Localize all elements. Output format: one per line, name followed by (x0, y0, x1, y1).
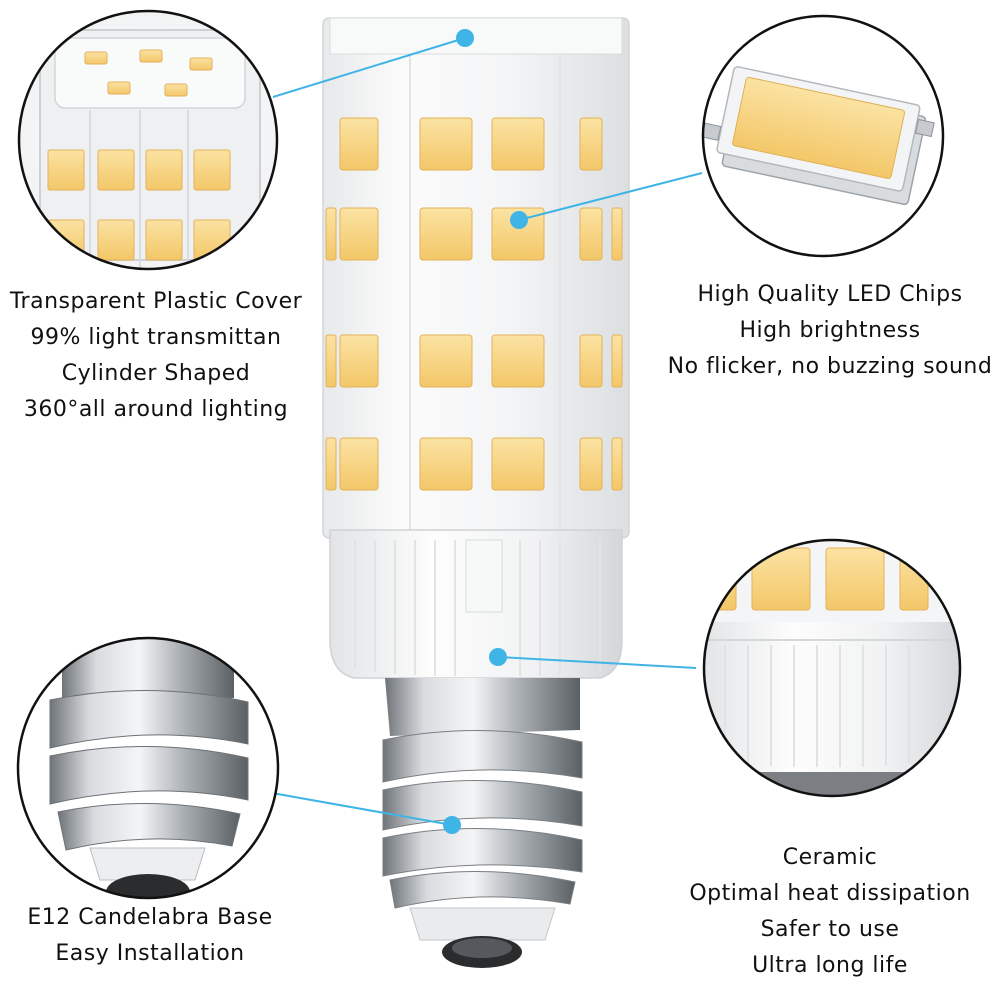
cover-callout-dot (456, 29, 474, 47)
led-chip-grid (325, 117, 623, 491)
chip-zoom-lens (701, 14, 945, 258)
plastic-cover (322, 17, 630, 539)
ceramic-caption: Ceramic Optimal heat dissipation Safer t… (680, 840, 980, 984)
ceramic-base (329, 529, 623, 679)
ceramic-caption-line-1: Ceramic (782, 845, 878, 870)
base-callout-dot (443, 816, 461, 834)
cover-caption-line-2: 99% light transmittan (30, 325, 282, 350)
base-caption-line-1: E12 Candelabra Base (27, 905, 273, 930)
chips-caption: High Quality LED Chips High brightness N… (660, 277, 1000, 385)
callout-lines (271, 37, 703, 826)
chip-callout-dot (510, 211, 528, 229)
led-bulb (322, 17, 630, 968)
ceramic-caption-line-3: Safer to use (760, 917, 900, 942)
cover-caption: Transparent Plastic Cover 99% light tran… (0, 284, 312, 428)
base-caption-line-2: Easy Installation (55, 941, 245, 966)
base-caption: E12 Candelabra Base Easy Installation (0, 900, 300, 972)
base-zoom-lens (16, 636, 280, 900)
cover-zoom-lens (17, 9, 279, 271)
cover-caption-line-4: 360°all around lighting (23, 397, 289, 422)
cover-caption-line-1: Transparent Plastic Cover (9, 289, 303, 314)
ceramic-zoom-lens (702, 538, 962, 798)
callout-dots (443, 29, 528, 834)
ceramic-caption-line-2: Optimal heat dissipation (689, 881, 971, 906)
chips-caption-line-1: High Quality LED Chips (697, 282, 963, 307)
chips-caption-line-2: High brightness (739, 318, 921, 343)
ceramic-caption-line-4: Ultra long life (752, 953, 908, 978)
cover-caption-line-3: Cylinder Shaped (61, 361, 251, 386)
ceramic-callout-dot (489, 648, 507, 666)
e12-screw-base (382, 678, 583, 968)
chips-caption-line-3: No flicker, no buzzing sound (667, 354, 993, 379)
